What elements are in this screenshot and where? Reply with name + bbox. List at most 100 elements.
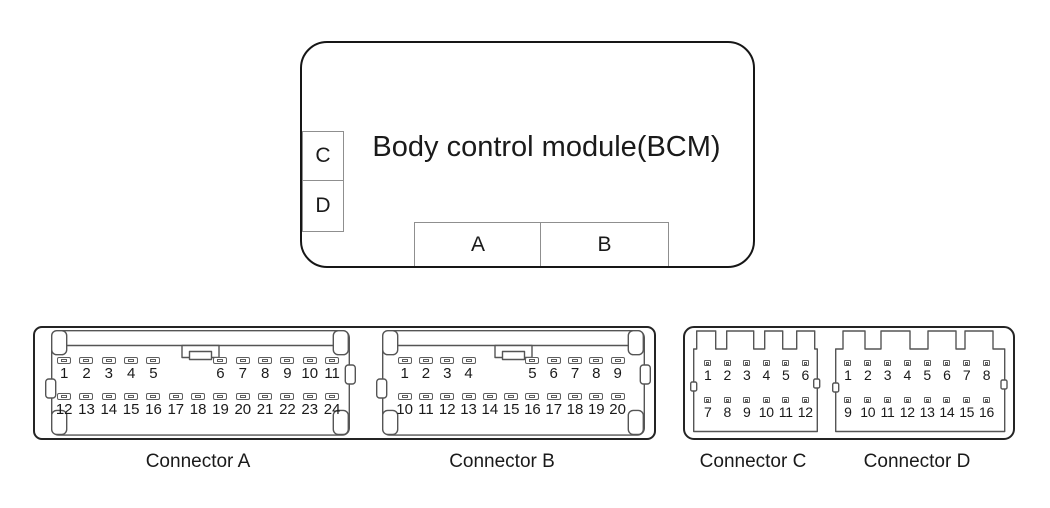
pin-number: 11 bbox=[324, 365, 340, 382]
pin-C-7: 7 bbox=[698, 397, 718, 420]
pin-number: 2 bbox=[421, 365, 431, 382]
terminal-icon bbox=[589, 357, 604, 364]
terminal-icon bbox=[923, 397, 931, 403]
pin-C-11: 11 bbox=[776, 397, 796, 420]
pin-number: 2 bbox=[723, 367, 732, 383]
pin-A-7: 7 bbox=[232, 357, 254, 382]
pin-D-7: 7 bbox=[957, 360, 977, 383]
terminal-icon bbox=[864, 397, 872, 403]
pin-number: 10 bbox=[301, 365, 319, 382]
terminal-icon bbox=[903, 360, 911, 366]
pin-number: 9 bbox=[844, 404, 852, 420]
pin-C-10: 10 bbox=[757, 397, 777, 420]
pin-B-18: 18 bbox=[564, 393, 585, 418]
connector-c-housing-outline-icon bbox=[690, 330, 821, 433]
terminal-icon bbox=[235, 357, 250, 364]
terminal-icon bbox=[57, 357, 72, 364]
pin-number: 7 bbox=[570, 365, 580, 382]
pin-C-6: 6 bbox=[796, 360, 816, 383]
pin-number: 8 bbox=[592, 365, 601, 382]
terminal-icon bbox=[213, 357, 228, 364]
pin-number: 5 bbox=[149, 365, 158, 382]
pin-B-20: 20 bbox=[607, 393, 628, 418]
pin-B-8: 8 bbox=[586, 357, 607, 382]
pin-number: 3 bbox=[743, 367, 751, 383]
pin-B-13: 13 bbox=[458, 393, 479, 418]
terminal-icon bbox=[568, 393, 583, 400]
terminal-icon bbox=[146, 393, 161, 400]
pin-D-9: 9 bbox=[838, 397, 858, 420]
pin-A-1: 1 bbox=[53, 357, 75, 382]
pin-slot-empty bbox=[165, 357, 187, 382]
pin-slot-empty bbox=[500, 357, 521, 382]
pin-number: 16 bbox=[978, 404, 994, 420]
pin-A-20: 20 bbox=[232, 393, 254, 418]
pin-number: 22 bbox=[279, 401, 296, 418]
pin-number: 11 bbox=[778, 404, 793, 420]
pin-number: 5 bbox=[923, 367, 931, 383]
terminal-icon bbox=[883, 397, 891, 403]
pin-A-19: 19 bbox=[209, 393, 231, 418]
pin-number: 3 bbox=[443, 365, 452, 382]
terminal-icon bbox=[704, 397, 712, 403]
pin-D-5: 5 bbox=[917, 360, 937, 383]
pin-B-6: 6 bbox=[543, 357, 564, 382]
pin-D-6: 6 bbox=[937, 360, 957, 383]
terminal-icon bbox=[704, 360, 712, 366]
pin-B-10: 10 bbox=[394, 393, 415, 418]
terminal-icon bbox=[397, 357, 412, 364]
pin-number: 24 bbox=[323, 401, 341, 418]
terminal-icon bbox=[325, 357, 340, 364]
terminal-icon bbox=[57, 393, 72, 400]
pin-number: 14 bbox=[939, 404, 955, 420]
pin-number: 19 bbox=[212, 401, 229, 418]
pin-number: 1 bbox=[704, 367, 712, 383]
pin-number: 9 bbox=[613, 365, 622, 382]
pin-B-19: 19 bbox=[586, 393, 607, 418]
pin-number: 6 bbox=[943, 367, 951, 383]
terminal-icon bbox=[213, 393, 228, 400]
pin-number: 15 bbox=[959, 404, 975, 420]
pin-number: 11 bbox=[880, 404, 895, 420]
terminal-icon bbox=[504, 393, 519, 400]
pin-number: 4 bbox=[464, 365, 473, 382]
terminal-icon bbox=[982, 360, 990, 366]
pin-number: 7 bbox=[704, 404, 712, 420]
bcm-port-a: A bbox=[414, 222, 542, 266]
pin-number: 8 bbox=[982, 367, 991, 383]
pin-B-4: 4 bbox=[458, 357, 479, 382]
pin-number: 17 bbox=[545, 401, 563, 418]
terminal-icon bbox=[762, 397, 770, 403]
pin-number: 2 bbox=[82, 365, 91, 382]
pin-D-1: 1 bbox=[838, 360, 858, 383]
pin-B-9: 9 bbox=[607, 357, 628, 382]
pin-number: 13 bbox=[78, 401, 95, 418]
pin-B-15: 15 bbox=[500, 393, 521, 418]
terminal-icon bbox=[610, 357, 625, 364]
bcm-port-b-label: B bbox=[597, 232, 612, 256]
terminal-icon bbox=[124, 357, 139, 364]
pin-D-10: 10 bbox=[858, 397, 878, 420]
pin-number: 3 bbox=[104, 365, 113, 382]
bcm-module-box: Body control module(BCM) C D A B bbox=[300, 41, 755, 268]
pin-B-14: 14 bbox=[479, 393, 500, 418]
pin-A-11: 11 bbox=[321, 357, 343, 382]
pin-D-8: 8 bbox=[977, 360, 997, 383]
terminal-icon bbox=[101, 357, 116, 364]
pin-number: 4 bbox=[126, 365, 136, 382]
pin-C-4: 4 bbox=[757, 360, 777, 383]
pin-B-17: 17 bbox=[543, 393, 564, 418]
pin-number: 8 bbox=[260, 365, 270, 382]
pin-A-9: 9 bbox=[276, 357, 298, 382]
pin-A-17: 17 bbox=[165, 393, 187, 418]
terminal-icon bbox=[418, 393, 433, 400]
pin-A-8: 8 bbox=[254, 357, 276, 382]
pin-A-15: 15 bbox=[120, 393, 142, 418]
pin-number: 12 bbox=[438, 401, 456, 418]
pin-B-2: 2 bbox=[415, 357, 436, 382]
pin-D-3: 3 bbox=[878, 360, 898, 383]
pin-A-13: 13 bbox=[75, 393, 97, 418]
